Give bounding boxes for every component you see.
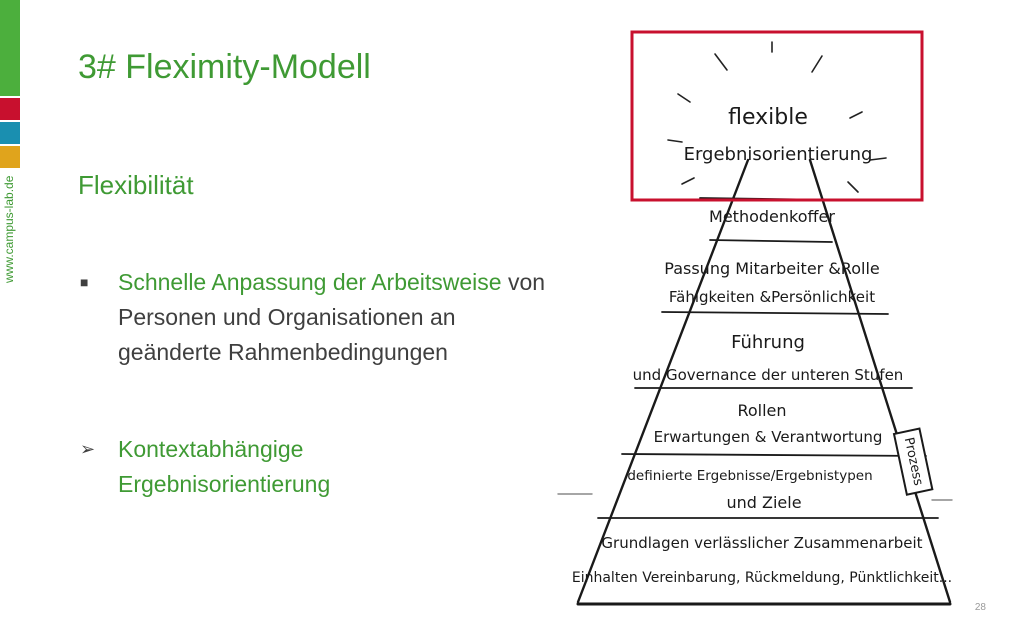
prozess-label-box: Prozess <box>892 427 934 496</box>
fleximity-pyramid-illustration: flexible Ergebnisorientierung Methodenko… <box>557 30 953 606</box>
website-url: www.campus-lab.de <box>2 176 16 284</box>
item2-text-line2: Ergebnisorientierung <box>118 471 331 497</box>
pyramid-level3-line2: und Governance der unteren Stufen <box>633 366 904 384</box>
pyramid-level5-line1: definierte Ergebnisse/Ergebnistypen <box>627 468 872 484</box>
item2-text-line1: Kontextabhängige <box>118 436 304 462</box>
side-dashes <box>557 493 953 501</box>
square-bullet-icon: ■ <box>80 274 89 290</box>
slide-subtitle: Flexibilität <box>78 170 194 200</box>
brand-stripe-green <box>0 0 20 96</box>
highlight-box <box>630 30 924 202</box>
pyramid-top-line2: Ergebnisorientierung <box>684 144 873 165</box>
item-text-line2: Personen und Organisationen an <box>118 304 456 330</box>
brand-stripe-teal <box>0 122 20 144</box>
pyramid-level1-label: Methodenkoffer <box>709 207 835 226</box>
pyramid-level5-line2: und Ziele <box>726 493 801 512</box>
pyramid-level6-line2: Einhalten Vereinbarung, Rückmeldung, Pün… <box>572 570 952 586</box>
pyramid-level2-line1: Passung Mitarbeiter &Rolle <box>664 259 879 278</box>
pyramid-level4-line2: Erwartungen & Verantwortung <box>654 428 883 446</box>
pyramid-outline <box>576 158 952 606</box>
sun-rays-icon <box>667 41 887 193</box>
pyramid-level3-line1: Führung <box>731 332 805 353</box>
arrow-bullet-icon: ➢ <box>80 439 96 459</box>
pyramid-level6-line1: Grundlagen verlässlicher Zusammenarbeit <box>601 534 922 552</box>
item-text-line1-rest: von <box>507 269 546 295</box>
pyramid-level4-line1: Rollen <box>737 401 786 420</box>
brand-stripe-gold <box>0 146 20 168</box>
brand-stripe-red <box>0 98 20 120</box>
pyramid-level2-line2: Fähigkeiten &Persönlichkeit <box>669 288 875 306</box>
pyramid-top-line1: flexible <box>728 105 808 130</box>
highlight-text: Schnelle Anpassung der Arbeitsweise <box>118 269 502 295</box>
slide-title: 3# Fleximity-Modell <box>78 48 371 86</box>
page-number: 28 <box>974 602 986 613</box>
item-text-line3: geänderte Rahmenbedingungen <box>118 339 448 365</box>
